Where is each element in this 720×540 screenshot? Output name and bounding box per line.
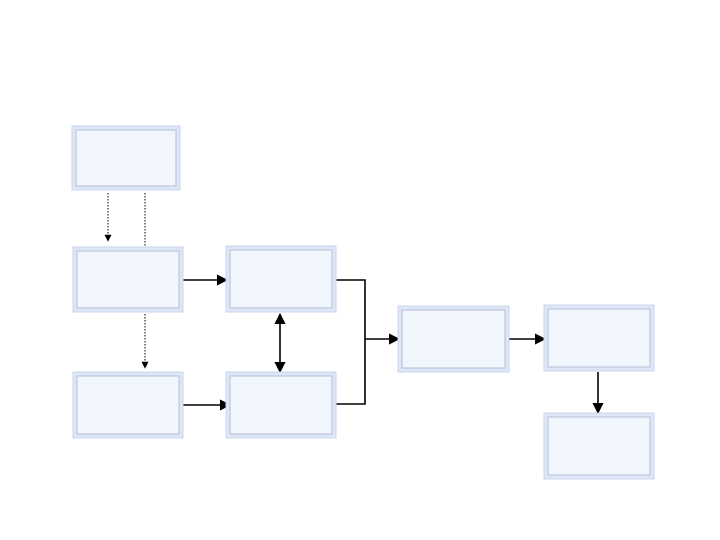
node-box-3	[72, 371, 184, 439]
node-box-7	[543, 304, 655, 372]
nodes	[71, 125, 655, 480]
edge-box-4-to-box-6	[336, 279, 366, 339]
connectors	[104, 193, 604, 415]
node-box-4	[225, 245, 337, 313]
node-box-5	[225, 371, 337, 439]
edge-box-5-to-box-6	[331, 333, 401, 405]
node-box-8	[543, 412, 655, 480]
node-box-1	[71, 125, 181, 191]
node-box-6	[397, 305, 510, 373]
node-box-2	[72, 246, 184, 313]
